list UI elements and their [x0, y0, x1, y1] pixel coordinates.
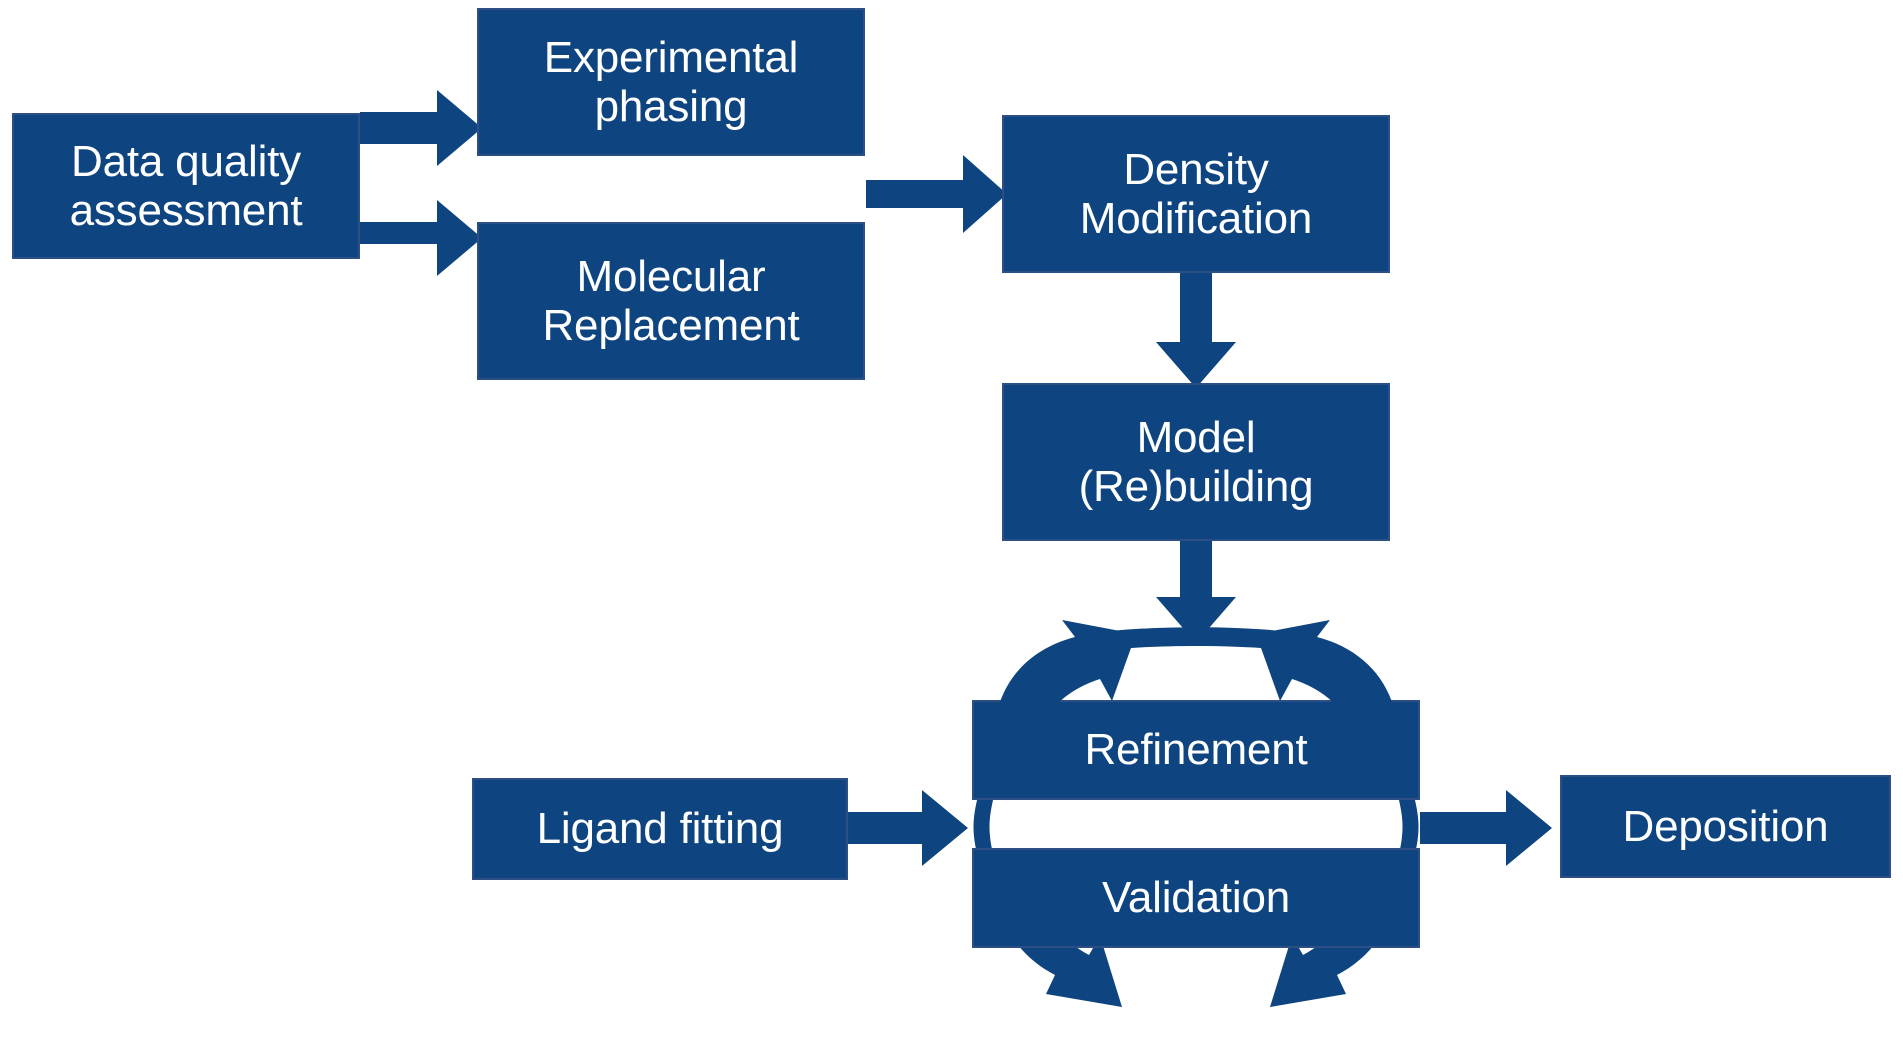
node-ligand-fitting-label: Ligand fitting — [536, 804, 784, 854]
node-data-quality-assessment-label: Data quality assessment — [69, 136, 303, 235]
node-validation[interactable]: Validation — [972, 848, 1420, 948]
node-density-modification[interactable]: Density Modification — [1002, 115, 1390, 273]
arrow-phasing-to-density — [866, 155, 1007, 233]
arrow-dataquality-to-experimental — [360, 90, 482, 166]
cycle-arc-apex — [1075, 627, 1317, 655]
arrow-ligand-to-cycle — [848, 790, 968, 866]
node-density-modification-label: Density Modification — [1079, 144, 1313, 243]
node-model-rebuilding-label: Model (Re)building — [1078, 412, 1314, 511]
node-molecular-replacement[interactable]: Molecular Replacement — [477, 222, 865, 380]
node-data-quality-assessment[interactable]: Data quality assessment — [12, 113, 360, 259]
arrow-cycle-to-deposition — [1420, 790, 1552, 866]
node-model-rebuilding[interactable]: Model (Re)building — [1002, 383, 1390, 541]
node-ligand-fitting[interactable]: Ligand fitting — [472, 778, 848, 880]
arrow-dataquality-to-molecular — [360, 200, 482, 276]
node-molecular-replacement-label: Molecular Replacement — [542, 251, 800, 350]
node-deposition[interactable]: Deposition — [1560, 775, 1891, 878]
node-refinement-label: Refinement — [1084, 725, 1308, 775]
node-experimental-phasing-label: Experimental phasing — [543, 32, 799, 131]
arrow-model-to-refinement — [1156, 540, 1236, 643]
node-experimental-phasing[interactable]: Experimental phasing — [477, 8, 865, 156]
node-deposition-label: Deposition — [1622, 801, 1829, 851]
node-validation-label: Validation — [1102, 873, 1290, 923]
node-refinement[interactable]: Refinement — [972, 700, 1420, 800]
arrow-density-to-model — [1156, 272, 1236, 388]
